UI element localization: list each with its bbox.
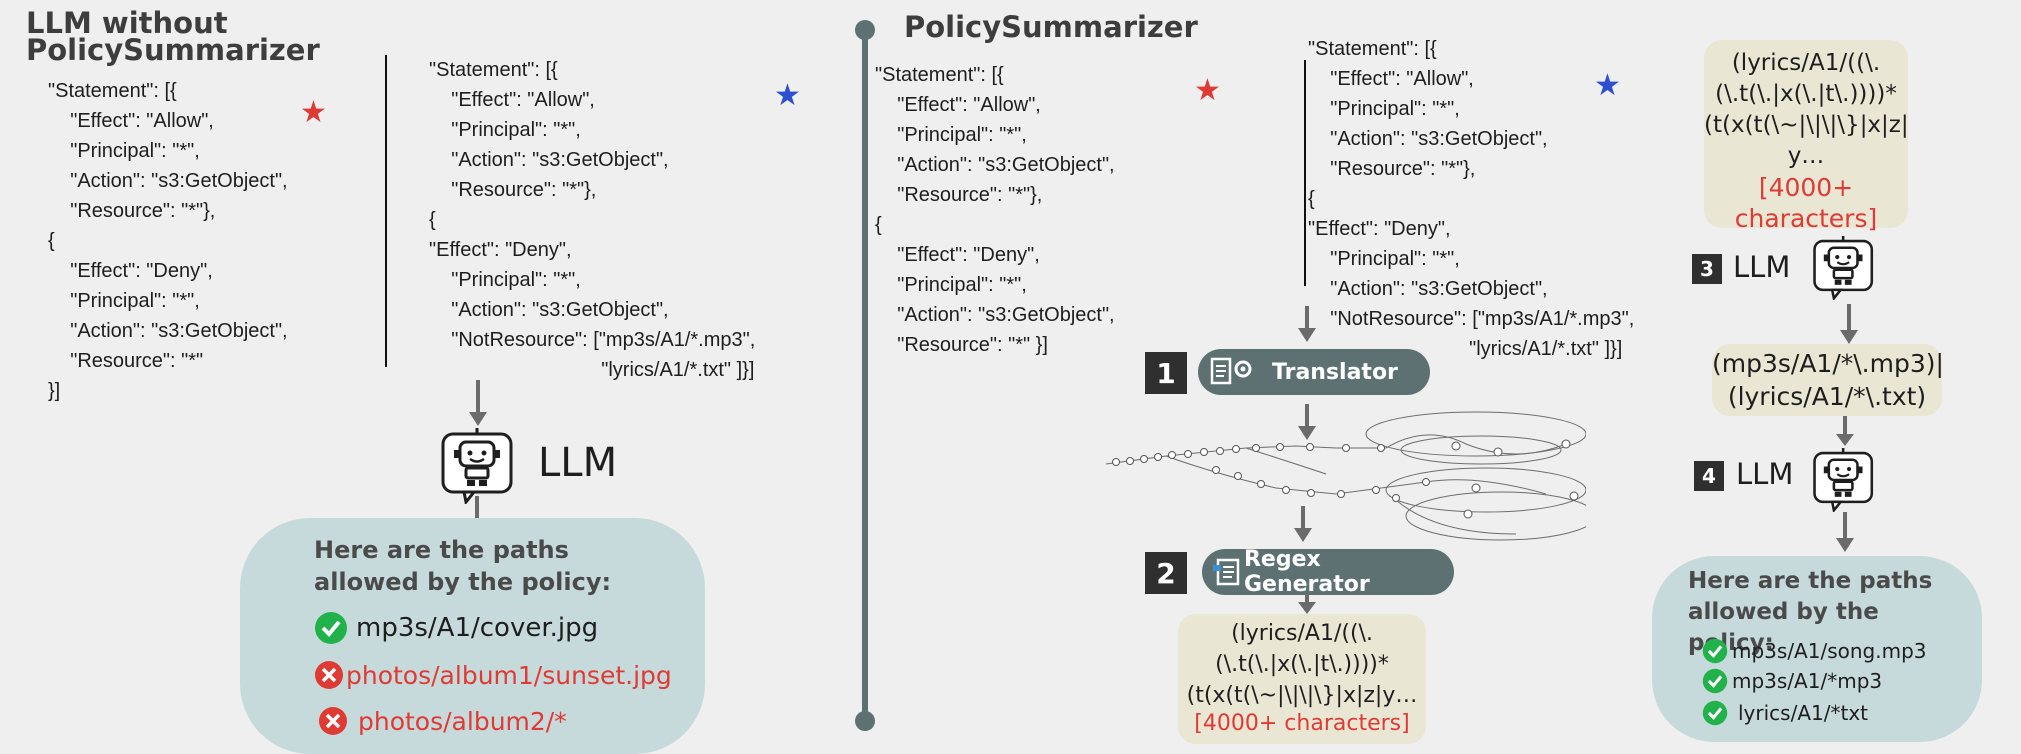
llm-label: LLM xyxy=(1736,457,1794,491)
step-number: 2 xyxy=(1145,552,1187,594)
llm-label: LLM xyxy=(1733,250,1791,284)
divider-dot-top xyxy=(855,20,875,40)
list-item: photos/album2/* xyxy=(318,706,567,736)
regex-generator-pill: Regex Generator xyxy=(1202,547,1454,597)
check-icon xyxy=(315,612,347,644)
list-item: mp3s/A1/cover.jpg xyxy=(314,611,598,645)
answer-text: photos/album2/* xyxy=(358,706,567,736)
right-divider xyxy=(1304,60,1306,286)
step-label: Regex Generator xyxy=(1243,547,1370,597)
automaton-graph-icon xyxy=(1105,411,1586,541)
list-item: mp3s/A1/*mp3 xyxy=(1702,668,1882,694)
blue-star-icon: ★ xyxy=(774,78,801,113)
step-number: 4 xyxy=(1694,461,1724,491)
regex-text: (lyrics/A1/((\. (\.t(\.|x(\.|t\.))))* (t… xyxy=(1186,621,1418,708)
arrow-down-icon xyxy=(1840,304,1858,344)
document-gear-icon xyxy=(1210,357,1252,385)
answer-text: mp3s/A1/song.mp3 xyxy=(1732,639,1927,663)
answer-bubble-left: Here are the paths allowed by the policy… xyxy=(240,518,705,754)
answer-title: Here are the paths allowed by the policy… xyxy=(314,536,612,596)
summary-regex-box: (mp3s/A1/*\.mp3)| (lyrics/A1/*\.txt) xyxy=(1712,344,1944,416)
regex-length-note: [4000+ characters] xyxy=(1194,711,1410,736)
arrow-down-icon xyxy=(1836,512,1854,552)
list-item: mp3s/A1/song.mp3 xyxy=(1702,638,1927,664)
divider-dot-bottom xyxy=(855,711,875,731)
document-list-icon xyxy=(1212,558,1240,586)
arrow-down-icon xyxy=(469,380,487,426)
cross-icon xyxy=(315,661,343,689)
robot-icon xyxy=(1813,236,1874,300)
arrow-down-icon xyxy=(1298,404,1316,440)
arrow-down-icon xyxy=(1294,506,1312,542)
regex-output-box: (lyrics/A1/((\. (\.t(\.|x(\.|t\.))))* (t… xyxy=(1178,614,1426,744)
red-star-icon: ★ xyxy=(1194,73,1221,108)
step-label: Translator xyxy=(1272,359,1398,385)
list-item: lyrics/A1/*txt xyxy=(1702,700,1868,726)
summary-regex-text: (mp3s/A1/*\.mp3)| (lyrics/A1/*\.txt) xyxy=(1712,349,1944,411)
left-policy-a: "Statement": [{ "Effect": "Allow", "Prin… xyxy=(48,80,288,402)
arrow-down-icon xyxy=(1298,306,1316,342)
regex-text: (lyrics/A1/((\. (\.t(\.|x(\.|t\.))))* (t… xyxy=(1704,50,1909,169)
robot-icon xyxy=(1813,448,1874,512)
right-policy-a: "Statement": [{ "Effect": "Allow", "Prin… xyxy=(875,64,1115,356)
answer-text: lyrics/A1/*txt xyxy=(1738,701,1868,725)
regex-length-note: [4000+ characters] xyxy=(1734,173,1878,233)
llm-label: LLM xyxy=(538,440,618,486)
regex-input-box: (lyrics/A1/((\. (\.t(\.|x(\.|t\.))))* (t… xyxy=(1704,40,1909,233)
arrow-down-icon xyxy=(1836,416,1854,446)
check-icon xyxy=(1702,668,1728,694)
check-icon xyxy=(1702,700,1728,726)
cross-icon xyxy=(319,707,347,735)
left-divider xyxy=(385,55,387,367)
left-title: LLM without PolicySummarizer xyxy=(26,6,320,67)
step-number: 1 xyxy=(1145,352,1187,394)
answer-bubble-right: Here are the paths allowed by the policy… xyxy=(1652,556,1982,742)
red-star-icon: ★ xyxy=(300,95,327,130)
left-policy-b: "Statement": [{ "Effect": "Allow", "Prin… xyxy=(429,59,756,381)
blue-star-icon: ★ xyxy=(1594,68,1621,103)
list-item: photos/album1/sunset.jpg xyxy=(314,660,672,690)
translator-pill: Translator xyxy=(1198,349,1430,395)
arrow-down-icon xyxy=(1298,594,1316,614)
answer-text: photos/album1/sunset.jpg xyxy=(346,660,672,690)
right-title: PolicySummarizer xyxy=(904,10,1198,44)
panel-divider xyxy=(862,30,868,720)
answer-text: mp3s/A1/*mp3 xyxy=(1732,669,1883,693)
answer-text: mp3s/A1/cover.jpg xyxy=(356,613,599,643)
step-number: 3 xyxy=(1692,254,1722,284)
right-policy-b: "Statement": [{ "Effect": "Allow", "Prin… xyxy=(1308,38,1635,360)
robot-icon xyxy=(441,428,513,504)
answer-title: Here are the paths allowed by the policy… xyxy=(1688,568,1933,656)
check-icon xyxy=(1702,638,1728,664)
